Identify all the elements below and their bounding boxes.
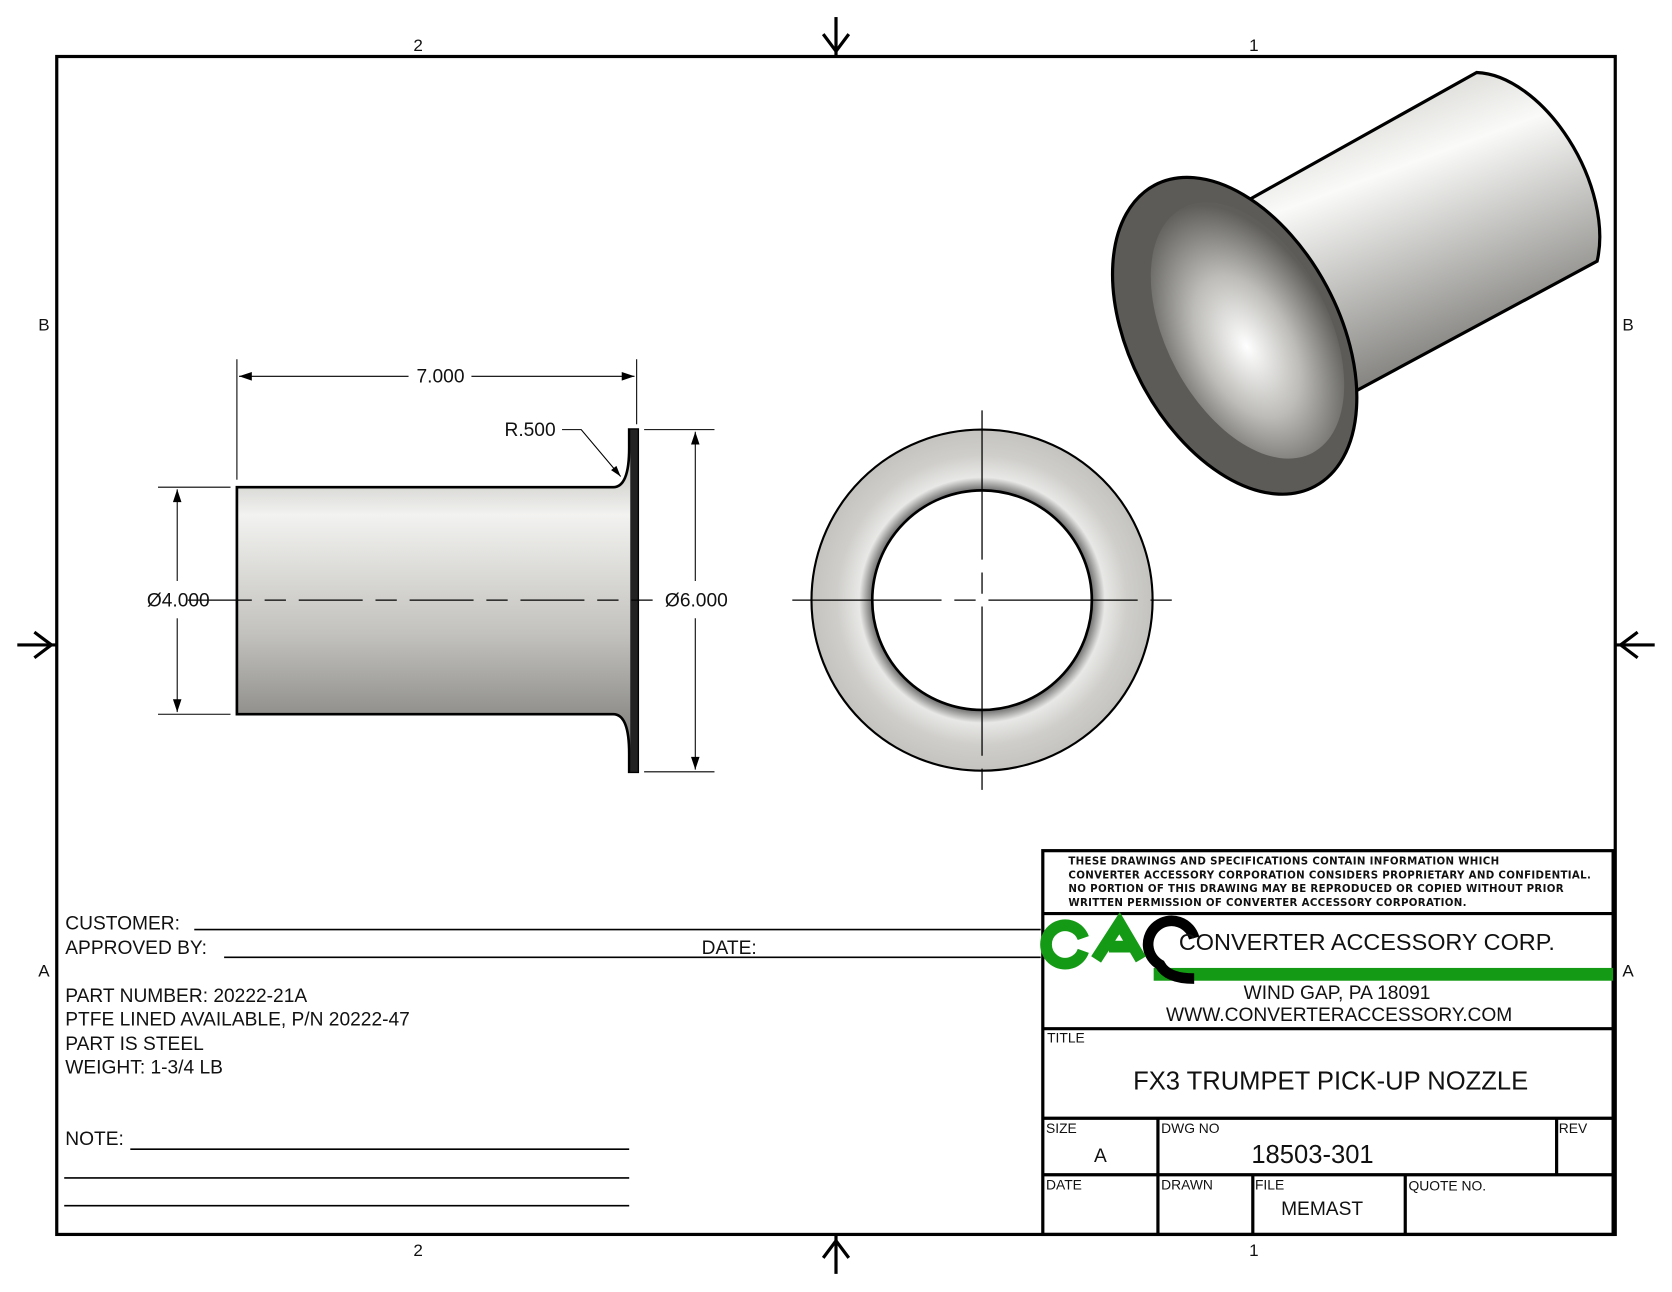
end-view [792,410,1173,791]
zone-label-left-a: A [38,961,50,980]
title-block: THESE DRAWINGS AND SPECIFICATIONS CONTAI… [1040,849,1615,1237]
side-view: 7.000 R.500 Ø4.000 Ø6.000 [147,359,728,774]
zone-label-left-b: B [38,315,49,334]
cac-logo [1040,912,1614,984]
centering-mark-top [821,17,851,57]
part-number-note: PART NUMBER: 20222-21A [65,986,307,1007]
zone-label-right-a: A [1622,961,1634,980]
drawn-label: DRAWN [1161,1177,1213,1193]
isometric-view [1110,70,1602,496]
centering-mark-bottom [821,1234,851,1274]
dwg-no-value: 18503-301 [1251,1141,1373,1169]
file-label: FILE [1255,1177,1284,1193]
weight-note: WEIGHT: 1-3/4 LB [65,1057,223,1078]
approved-by-label: APPROVED BY: [65,938,207,959]
company-address: WIND GAP, PA 18091 [1244,983,1431,1004]
material-note: PART IS STEEL [65,1034,204,1055]
file-value: MEMAST [1281,1199,1363,1220]
disclaimer-line-1: THESE DRAWINGS AND SPECIFICATIONS CONTAI… [1068,857,1499,868]
company-website[interactable]: WWW.CONVERTERACCESSORY.COM [1166,1005,1512,1026]
approval-date-label: DATE: [702,938,757,959]
title-label: TITLE [1047,1030,1085,1046]
company-name: CONVERTER ACCESSORY CORP. [1179,929,1555,955]
ptfe-note: PTFE LINED AVAILABLE, P/N 20222-47 [65,1009,410,1030]
notes-area: CUSTOMER: APPROVED BY: DATE: PART NUMBER… [64,914,1041,1207]
radius-dimension: R.500 [504,420,555,441]
dwg-no-label: DWG NO [1161,1120,1220,1136]
size-label: SIZE [1046,1120,1077,1136]
zone-label-right-b: B [1622,315,1633,334]
zone-label-top-2: 2 [413,36,422,55]
quote-no-label: QUOTE NO. [1408,1178,1486,1194]
date-label: DATE [1046,1177,1082,1193]
drawing-title: FX3 TRUMPET PICK-UP NOZZLE [1133,1067,1528,1095]
disclaimer-line-3: NO PORTION OF THIS DRAWING MAY BE REPROD… [1068,884,1564,895]
disclaimer-line-2: CONVERTER ACCESSORY CORPORATION CONSIDER… [1068,870,1591,881]
note-label: NOTE: [65,1129,124,1150]
centering-mark-left [17,630,57,660]
size-value: A [1094,1146,1107,1167]
centering-mark-right [1615,630,1655,660]
zone-label-bottom-1: 1 [1249,1241,1258,1260]
disclaimer-line-4: WRITTEN PERMISSION OF CONVERTER ACCESSOR… [1068,898,1467,909]
tube-diameter-dimension: Ø4.000 [147,591,210,612]
zone-label-top-1: 1 [1249,36,1258,55]
zone-label-bottom-2: 2 [413,1241,422,1260]
flange-diameter-dimension: Ø6.000 [665,591,728,612]
length-dimension: 7.000 [417,367,465,388]
rev-label: REV [1559,1120,1588,1136]
customer-label: CUSTOMER: [65,914,180,935]
